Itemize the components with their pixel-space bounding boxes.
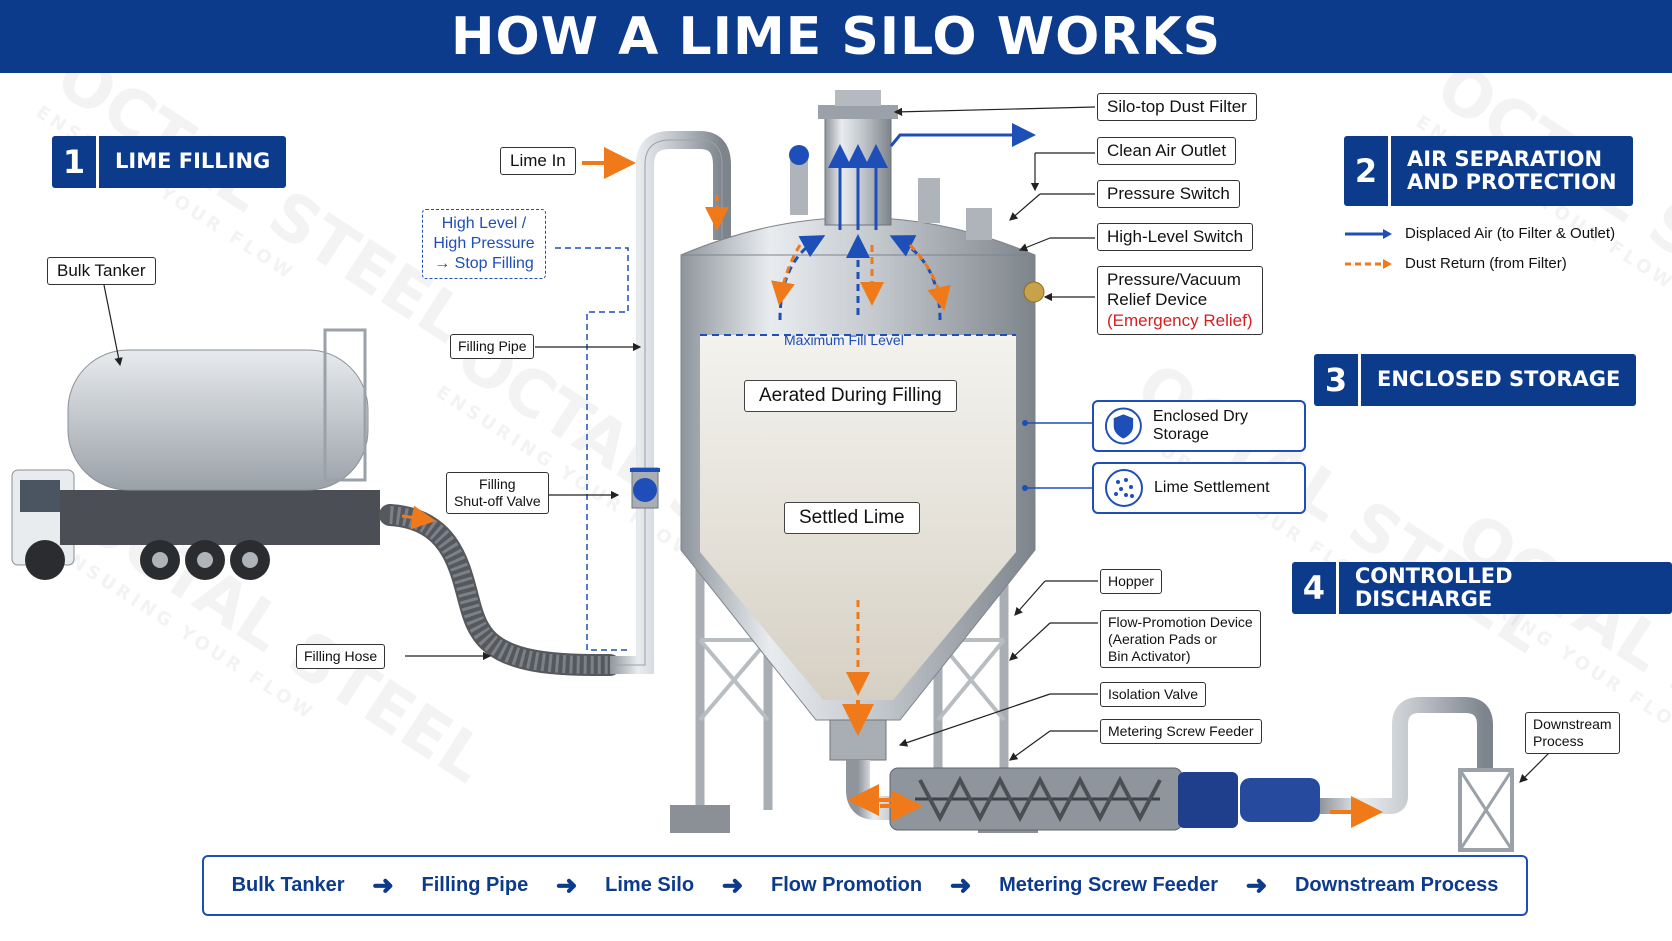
settled-label: Settled Lime bbox=[784, 502, 920, 534]
isolation-valve-label: Isolation Valve bbox=[1100, 682, 1207, 707]
section-number: 3 bbox=[1314, 354, 1361, 406]
blue-arrow-icon bbox=[1345, 228, 1392, 239]
flow-step: Bulk Tanker bbox=[231, 874, 345, 896]
legend-dust-return: Dust Return (from Filter) bbox=[1345, 255, 1567, 272]
section-number: 2 bbox=[1344, 136, 1391, 206]
section-controlled-discharge: 4 CONTROLLED DISCHARGE bbox=[1292, 562, 1672, 614]
relief-device-label: Pressure/Vacuum Relief Device (Emergency… bbox=[1097, 266, 1263, 336]
flow-promotion-label: Flow-Promotion Device (Aeration Pads or … bbox=[1100, 610, 1261, 669]
downstream-stand bbox=[1458, 768, 1514, 852]
arrow-right-icon: ➜ bbox=[949, 870, 972, 900]
section-number: 1 bbox=[52, 136, 99, 188]
arrow-right-icon: ➜ bbox=[1245, 870, 1268, 900]
section-enclosed-storage: 3 ENCLOSED STORAGE bbox=[1314, 354, 1637, 406]
flow-step: Flow Promotion bbox=[771, 874, 923, 896]
lime-settlement-item: Lime Settlement bbox=[1092, 462, 1306, 514]
clean-air-label: Clean Air Outlet bbox=[1097, 137, 1237, 166]
section-title: ENCLOSED STORAGE bbox=[1377, 367, 1621, 392]
shield-icon bbox=[1104, 407, 1142, 445]
section-lime-filling: 1 LIME FILLING bbox=[52, 136, 287, 188]
screw-feeder-label: Metering Screw Feeder bbox=[1100, 719, 1262, 744]
bulk-tanker-truck bbox=[11, 328, 380, 580]
pressure-switch-label: Pressure Switch bbox=[1097, 180, 1240, 209]
section-title: LIME FILLING bbox=[115, 149, 271, 174]
flow-step: Filling Pipe bbox=[421, 874, 529, 896]
legend-displaced-air: Displaced Air (to Filter & Outlet) bbox=[1345, 225, 1615, 242]
pressure-switch-icon bbox=[789, 145, 809, 165]
section-title: CONTROLLED DISCHARGE bbox=[1354, 563, 1513, 611]
process-flow-bar: Bulk Tanker ➜ Filling Pipe ➜ Lime Silo ➜… bbox=[202, 855, 1528, 916]
page-title: HOW A LIME SILO WORKS bbox=[450, 6, 1222, 67]
enclosed-dry-storage-item: Enclosed Dry Storage bbox=[1092, 400, 1306, 452]
lime-in-label: Lime In bbox=[500, 147, 576, 176]
arrow-right-icon: ➜ bbox=[721, 870, 744, 900]
dust-filter-label: Silo-top Dust Filter bbox=[1097, 93, 1257, 122]
arrow-right-icon: ➜ bbox=[372, 870, 394, 900]
section-number: 4 bbox=[1292, 562, 1339, 614]
stop-filling-note: High Level / High Pressure → Stop Fillin… bbox=[422, 209, 546, 279]
title-bar: HOW A LIME SILO WORKS bbox=[0, 0, 1672, 73]
flow-step: Metering Screw Feeder bbox=[999, 874, 1219, 896]
max-fill-label: Maximum Fill Level bbox=[784, 332, 904, 348]
arrow-right-icon: ➜ bbox=[555, 870, 578, 900]
particles-icon bbox=[1105, 469, 1143, 507]
flow-step: Downstream Process bbox=[1294, 874, 1499, 896]
high-level-switch-label: High-Level Switch bbox=[1097, 223, 1254, 252]
flow-step: Lime Silo bbox=[605, 874, 695, 896]
aerated-label: Aerated During Filling bbox=[744, 380, 957, 412]
shut-off-valve-icon bbox=[633, 478, 657, 502]
bulk-tanker-label: Bulk Tanker bbox=[47, 257, 156, 286]
filling-hose-label: Filling Hose bbox=[296, 644, 386, 669]
orange-arrow-icon bbox=[1345, 258, 1392, 269]
filling-pipe-label: Filling Pipe bbox=[450, 334, 535, 359]
hopper-label: Hopper bbox=[1100, 569, 1162, 594]
